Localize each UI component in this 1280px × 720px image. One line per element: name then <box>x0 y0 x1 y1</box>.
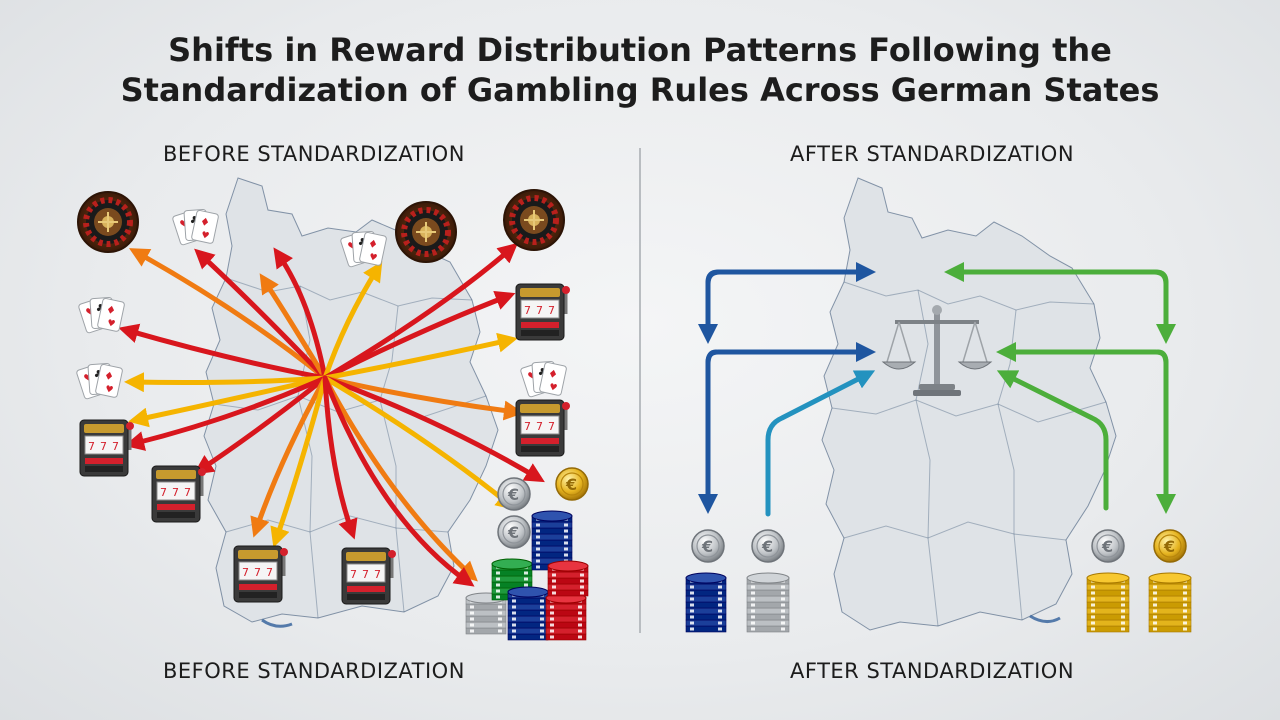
chip-stack-icon <box>545 592 587 641</box>
arrow-to-roulette-topleft <box>129 248 328 381</box>
chip-stack-icon <box>685 572 727 633</box>
svg-text:€: € <box>1163 537 1175 556</box>
svg-text:€: € <box>565 475 577 494</box>
arrow-to-cards-left-2 <box>124 372 328 393</box>
title-line-2: Standardization of Gambling Rules Across… <box>120 71 1160 109</box>
slot-machine-icon <box>514 282 572 342</box>
chip-stack-icon <box>1148 572 1192 633</box>
panel-divider <box>639 148 641 633</box>
arrow-to-top-center-1 <box>259 273 328 381</box>
chip-stack-icon <box>1086 572 1130 633</box>
before-label-bottom: BEFORE STANDARDIZATION <box>163 659 465 683</box>
euro-coin-icon: € <box>555 467 589 501</box>
arrow-to-slot-left-2 <box>124 375 328 451</box>
chip-pile-before <box>465 510 589 641</box>
euro-coin-icon: € <box>497 515 531 549</box>
arrow-to-coins <box>322 375 517 511</box>
arrow-to-bottom-center-1 <box>270 375 328 548</box>
playing-cards-icon <box>339 230 388 268</box>
arrow-to-cards-left-1 <box>118 323 328 381</box>
playing-cards-icon <box>75 362 124 400</box>
slot-machine-icon <box>514 398 572 458</box>
arrow-green-top-down <box>1151 269 1176 344</box>
after-label-top: AFTER STANDARDIZATION <box>790 142 1075 166</box>
before-arrows <box>118 242 545 587</box>
playing-cards-icon <box>519 360 568 398</box>
svg-text:€: € <box>1101 537 1113 556</box>
arrow-to-right-lower-1 <box>322 375 524 421</box>
svg-text:€: € <box>507 485 519 504</box>
arrow-to-bottom-right <box>322 375 475 587</box>
page-title: Shifts in Reward Distribution Patterns F… <box>0 30 1280 110</box>
slot-machine-icon <box>340 546 398 606</box>
euro-coin-icon: € <box>1091 529 1125 563</box>
title-line-1: Shifts in Reward Distribution Patterns F… <box>168 31 1112 69</box>
playing-cards-icon <box>77 296 126 334</box>
arrow-to-slot-left-lower <box>193 375 328 475</box>
svg-text:€: € <box>701 537 713 556</box>
slot-machine-icon <box>78 418 136 478</box>
euro-coin-icon: € <box>497 477 531 511</box>
germany-map-after <box>821 177 1117 631</box>
svg-text:€: € <box>761 537 773 556</box>
svg-text:€: € <box>507 523 519 542</box>
euro-coin-icon: € <box>751 529 785 563</box>
chip-stack-icon <box>531 510 573 571</box>
arrow-to-slot-left <box>128 375 328 428</box>
euro-coin-icon: € <box>1153 529 1187 563</box>
arrow-to-right-lower-2 <box>322 375 545 483</box>
chip-stack-icon <box>547 560 589 597</box>
arrow-blue-top-down <box>698 269 723 344</box>
roulette-wheel-icon <box>396 202 456 262</box>
arrow-green-diag <box>996 370 1109 511</box>
after-label-bottom: AFTER STANDARDIZATION <box>790 659 1075 683</box>
arrow-green-down <box>1155 349 1176 514</box>
slot-machine-icon <box>232 544 290 604</box>
after-arrows <box>698 262 1176 517</box>
arrow-to-left-lower-2 <box>250 375 328 538</box>
arrow-blue-down <box>698 349 719 514</box>
arrow-to-right-middle <box>322 332 518 381</box>
chip-stack-icon <box>746 572 790 633</box>
playing-cards-icon <box>171 208 220 246</box>
euro-coin-icon: € <box>691 529 725 563</box>
slot-machine-icon <box>150 464 208 524</box>
arrow-to-roulette-topright <box>322 242 519 381</box>
arrow-to-chips <box>322 375 478 582</box>
arrow-to-slot-right-1 <box>322 290 516 381</box>
arrow-to-cards-topleft <box>194 248 328 381</box>
arrow-to-top-center-2 <box>273 247 328 381</box>
chip-stacks-after <box>685 572 1192 633</box>
arrow-teal <box>765 370 876 517</box>
arrow-to-bottom-center-2 <box>322 375 358 540</box>
roulette-wheel-icon <box>78 192 138 252</box>
arrow-to-top-center-3 <box>322 261 383 381</box>
roulette-wheel-icon <box>504 190 564 250</box>
chip-stack-icon <box>507 586 549 641</box>
before-label-top: BEFORE STANDARDIZATION <box>163 142 465 166</box>
